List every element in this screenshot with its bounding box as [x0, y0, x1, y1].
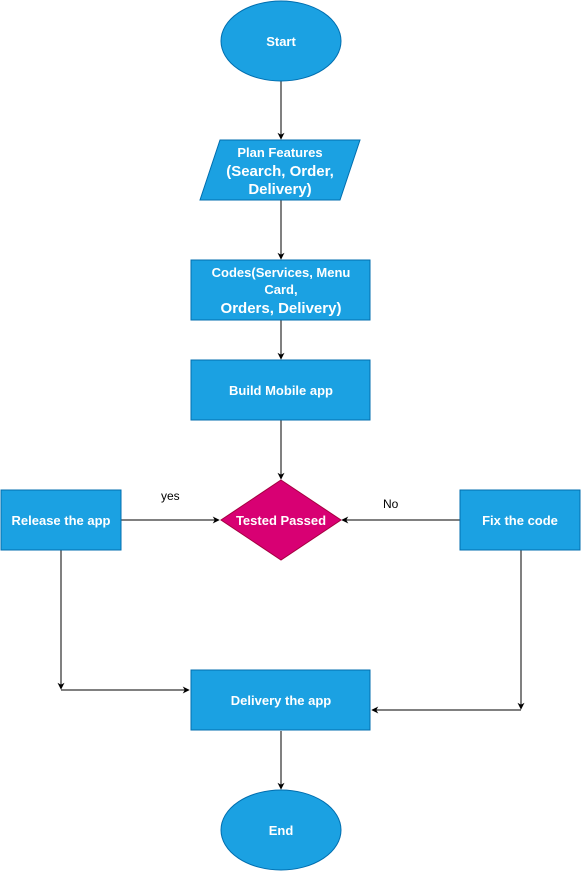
- fix-node[interactable]: Fix the code: [459, 489, 581, 551]
- build-node[interactable]: Build Mobile app: [190, 359, 371, 421]
- tested-passed-diamond: [220, 479, 342, 561]
- plan-features-node[interactable]: Plan Features (Search, Order, Delivery): [199, 139, 361, 201]
- edge-label-no: No: [383, 497, 399, 511]
- codes-rect: [190, 259, 371, 321]
- edge-label-yes: yes: [161, 489, 180, 503]
- plan-features-line3: Delivery): [248, 181, 311, 198]
- tested-passed-node[interactable]: Tested Passed: [220, 479, 342, 561]
- start-label: Start: [266, 34, 296, 49]
- plan-features-parallelogram: [199, 139, 361, 201]
- plan-features-line1: Plan Features: [237, 145, 322, 160]
- start-node[interactable]: Start: [220, 0, 342, 82]
- codes-line3: Orders, Delivery): [221, 300, 342, 317]
- codes-line2: Card,: [264, 282, 297, 297]
- start-ellipse: [220, 0, 342, 82]
- fix-label: Fix the code: [482, 513, 558, 528]
- build-label: Build Mobile app: [229, 383, 333, 398]
- tested-passed-label: Tested Passed: [236, 513, 326, 528]
- codes-node[interactable]: Codes(Services, Menu Card, Orders, Deliv…: [190, 259, 371, 321]
- delivery-node[interactable]: Delivery the app: [190, 669, 371, 731]
- fix-rect: [459, 489, 581, 551]
- codes-line1: Codes(Services, Menu: [212, 265, 351, 280]
- end-ellipse: [220, 789, 342, 871]
- plan-features-line2: (Search, Order,: [226, 163, 334, 180]
- release-label: Release the app: [12, 513, 111, 528]
- build-rect: [190, 359, 371, 421]
- release-node[interactable]: Release the app: [0, 489, 122, 551]
- end-node[interactable]: End: [220, 789, 342, 871]
- release-rect: [0, 489, 122, 551]
- delivery-label: Delivery the app: [231, 693, 331, 708]
- end-label: End: [269, 823, 294, 838]
- delivery-rect: [190, 669, 371, 731]
